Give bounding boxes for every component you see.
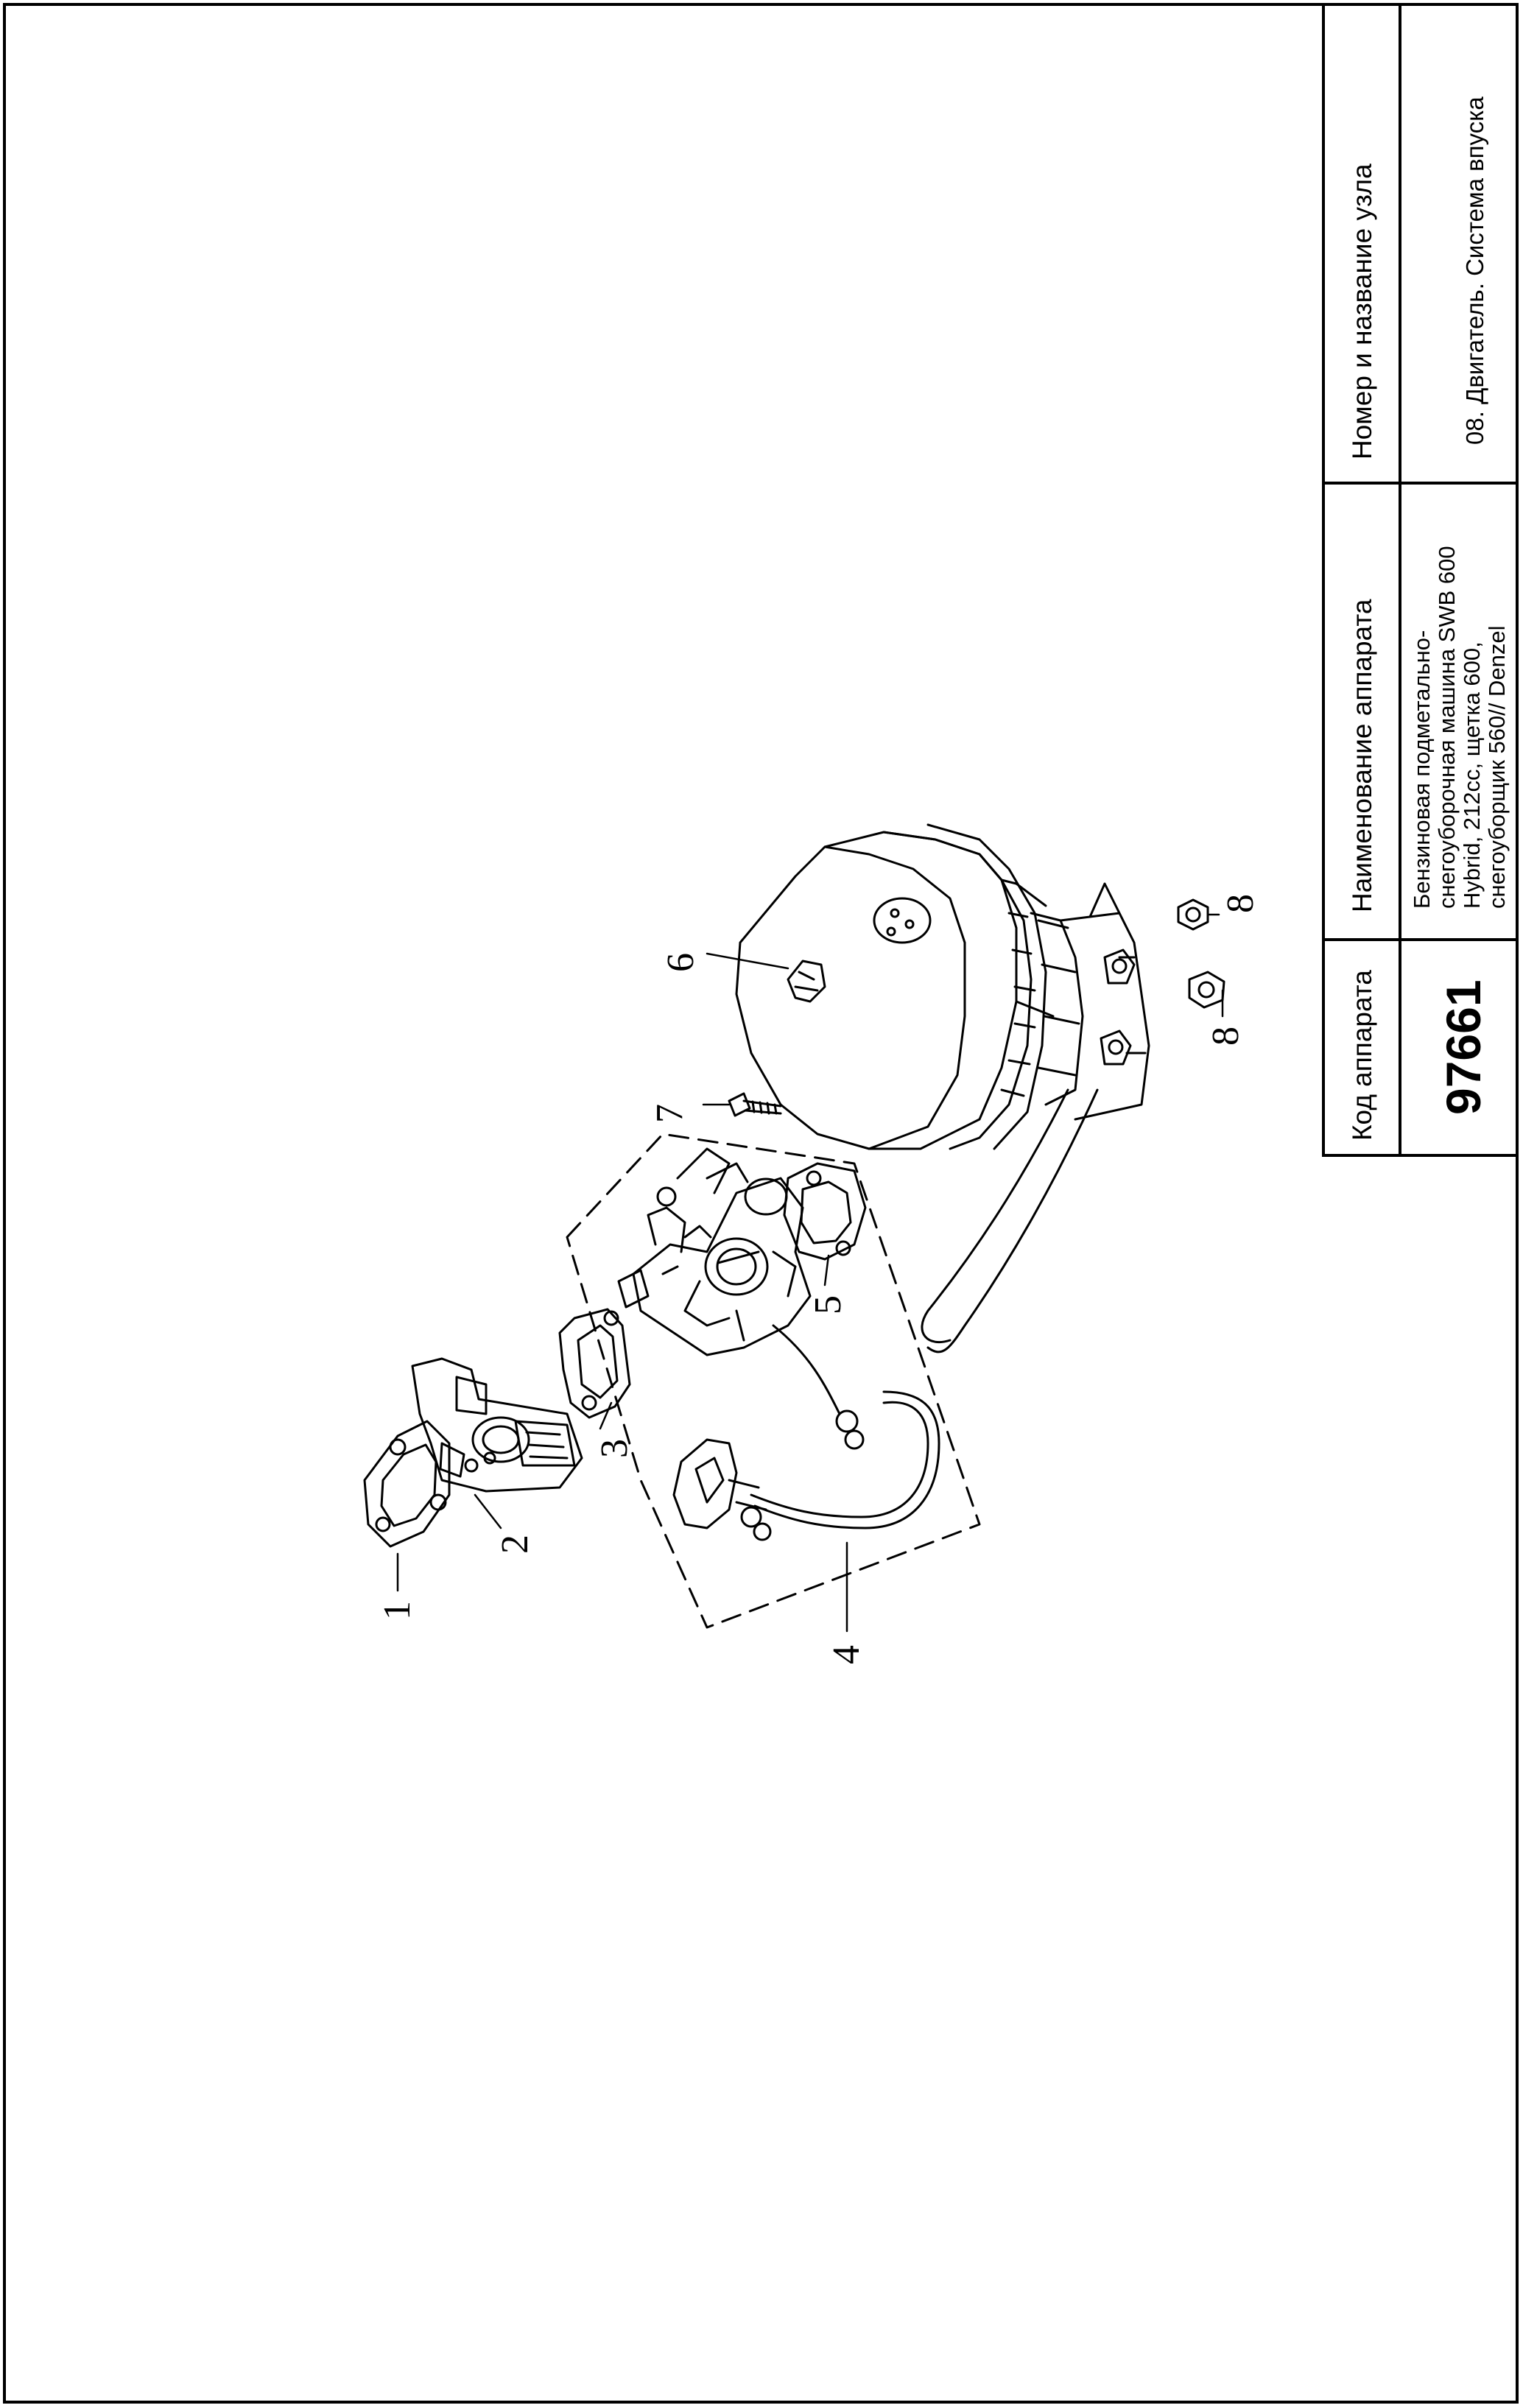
breather-hose (921, 1088, 1099, 1353)
exploded-view-diagram (363, 823, 1225, 1633)
callout-8-lower: 8 (1205, 1027, 1247, 1046)
device-code: 97661 (1436, 979, 1491, 1115)
header-name: Наименование аппарата (1347, 599, 1377, 912)
leader-lines (396, 913, 1224, 1633)
drawing-sheet-border (3, 3, 1519, 2404)
device-name: Бензиновая подметально- снегоуборочная м… (1409, 546, 1510, 909)
device-name-line-3: Hybrid, 212cc, щетка 600, (1459, 641, 1485, 909)
callout-5: 5 (807, 1295, 849, 1314)
device-name-line-2: снегоуборочная машина SWB 600 (1434, 546, 1460, 909)
carburetor (617, 1147, 812, 1356)
header-node: Номер и название узла (1347, 163, 1377, 460)
callout-7: 7 (649, 1104, 691, 1123)
fuel-valve-and-tube (672, 1324, 940, 1541)
title-block: Код аппарата Наименование аппарата Номер… (1322, 3, 1519, 1157)
header-code: Код аппарата (1347, 970, 1377, 1141)
part-2-intake-adapter (411, 1357, 583, 1493)
part-6-air-filter-housing (735, 823, 1150, 1150)
part-1-gasket (363, 1420, 451, 1548)
title-block-divider-1 (1325, 482, 1519, 485)
callout-8-upper: 8 (1220, 894, 1262, 913)
part-7-bolt (728, 1092, 782, 1117)
part-8-nut-lower (1100, 971, 1225, 1066)
callout-4: 4 (826, 1645, 868, 1664)
title-block-header-divider (1399, 3, 1401, 1154)
title-block-divider-2 (1325, 938, 1519, 941)
part-4-carburetor-kit-outline (566, 1133, 981, 1629)
callout-6: 6 (660, 953, 702, 972)
part-8-nut-upper (1103, 898, 1209, 985)
device-name-line-4: снегоуборщик 560// Denzel (1484, 625, 1510, 909)
node-name: 08. Двигатель. Система впуска (1461, 96, 1488, 445)
callout-1: 1 (376, 1601, 418, 1620)
device-name-line-1: Бензиновая подметально- (1409, 630, 1435, 909)
callout-3: 3 (594, 1439, 636, 1458)
callout-2: 2 (494, 1535, 536, 1554)
part-5-gasket (783, 1162, 867, 1261)
